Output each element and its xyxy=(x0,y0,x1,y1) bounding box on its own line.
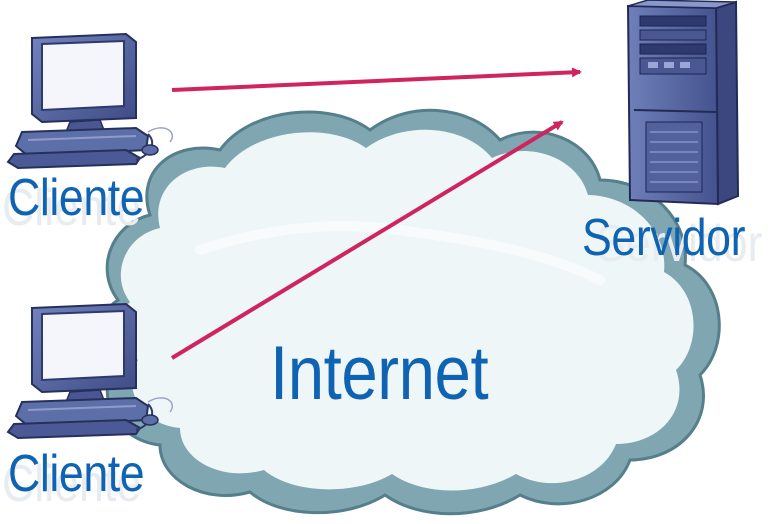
arrow-client2-to-server xyxy=(170,120,564,360)
cloud-body xyxy=(118,129,694,491)
internet-label: Internet xyxy=(270,331,489,416)
server-label-shadow: Servidor xyxy=(596,215,763,273)
client1-label: Cliente xyxy=(8,169,145,227)
client-computer-1 xyxy=(6,32,173,170)
client2-label-shadow: Cliente xyxy=(2,455,142,513)
cloud-highlight xyxy=(195,221,605,285)
client1-label-shadow: Cliente xyxy=(2,179,142,237)
internet-cloud xyxy=(97,108,721,516)
arrow-client1-to-server xyxy=(171,67,582,92)
server-tower xyxy=(626,0,740,206)
client-computer-2 xyxy=(6,302,173,440)
client2-label: Cliente xyxy=(8,445,145,503)
server-label: Servidor xyxy=(582,209,746,267)
